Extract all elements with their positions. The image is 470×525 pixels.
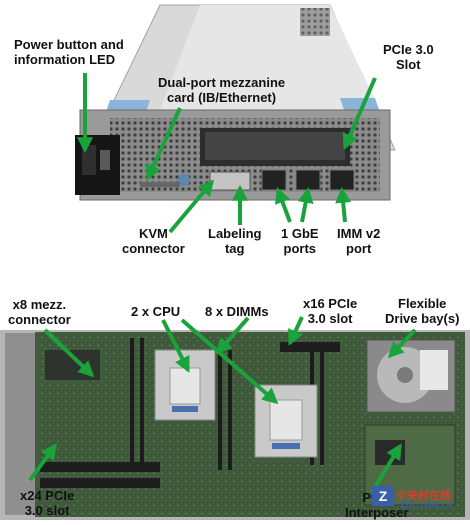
- label-gbe-line-2: ports: [283, 241, 317, 256]
- arrow-pcie: [342, 77, 377, 150]
- label-x8-line-1: x8 mezz.: [12, 297, 67, 312]
- label-power-line-2: information LED: [14, 52, 116, 67]
- watermark-site-url: ZOL.com.cn: [400, 500, 453, 510]
- label-x24-line-1: x24 PCIe: [20, 488, 75, 503]
- label-x24-pcie-slot: x24 PCIe 3.0 slot: [20, 488, 74, 518]
- label-tag-line-2: tag: [224, 241, 245, 256]
- label-kvm-connector: KVM connector: [122, 226, 185, 256]
- label-imm-line-2: port: [346, 241, 372, 256]
- label-cpu: 2 x CPU: [131, 304, 181, 319]
- watermark-site-cn: 中关村在线: [396, 490, 451, 502]
- arrow-x8: [43, 328, 95, 378]
- label-tag-line-1: Labeling: [208, 226, 262, 241]
- arrow-kvm: [168, 179, 215, 234]
- annotation-arrows: [28, 73, 417, 494]
- label-x16-line-1: x16 PCIe: [303, 296, 358, 311]
- arrow-cpu-1: [161, 319, 190, 373]
- label-x24-line-2: 3.0 slot: [24, 503, 70, 518]
- label-imm-line-1: IMM v2: [337, 226, 381, 241]
- label-gbe-line-1: 1 GbE: [281, 226, 319, 241]
- arrow-dimm: [215, 316, 250, 355]
- label-kvm-line-1: KVM: [138, 226, 168, 241]
- arrow-x24: [28, 443, 57, 482]
- arrow-interposer: [370, 443, 402, 494]
- label-drive-bay: Flexible Drive bay(s): [385, 296, 459, 326]
- label-mezzanine-card: Dual-port mezzanine card (IB/Ethernet): [158, 75, 285, 105]
- label-imm-port: IMM v2 port: [337, 226, 380, 256]
- label-drive-line-2: Drive bay(s): [385, 311, 460, 326]
- label-mezz-line-2: card (IB/Ethernet): [167, 90, 277, 105]
- label-pcie-line-2: Slot: [396, 57, 421, 72]
- label-power-line-1: Power button and: [14, 37, 124, 52]
- label-drive-line-1: Flexible: [398, 296, 447, 311]
- label-interposer-line-2: Interposer: [345, 505, 409, 520]
- watermark-logo: Z: [372, 486, 394, 506]
- label-x16-line-2: 3.0 slot: [307, 311, 353, 326]
- label-dimms: 8 x DIMMs: [205, 304, 269, 319]
- label-pcie-slot-top: PCIe 3.0 Slot: [383, 42, 434, 72]
- label-kvm-line-2: connector: [122, 241, 185, 256]
- label-x16-pcie-slot: x16 PCIe 3.0 slot: [303, 296, 357, 326]
- label-mezz-line-1: Dual-port mezzanine: [158, 75, 286, 90]
- arrow-imm: [335, 186, 352, 223]
- label-x8-line-2: connector: [8, 312, 71, 327]
- arrow-gbe-2: [297, 186, 314, 223]
- label-gbe-ports: 1 GbE ports: [281, 226, 319, 256]
- arrow-gbe-1: [275, 187, 292, 223]
- arrow-drive: [387, 328, 417, 359]
- label-pcie-line-1: PCIe 3.0: [383, 42, 434, 57]
- arrow-cpu-2: [180, 318, 279, 405]
- label-power-button: Power button and information LED: [14, 37, 124, 67]
- label-labeling-tag: Labeling tag: [208, 226, 261, 256]
- arrow-x16: [288, 316, 304, 346]
- arrow-mezz: [146, 107, 182, 181]
- label-x8-mezz-connector: x8 mezz. connector: [8, 297, 71, 327]
